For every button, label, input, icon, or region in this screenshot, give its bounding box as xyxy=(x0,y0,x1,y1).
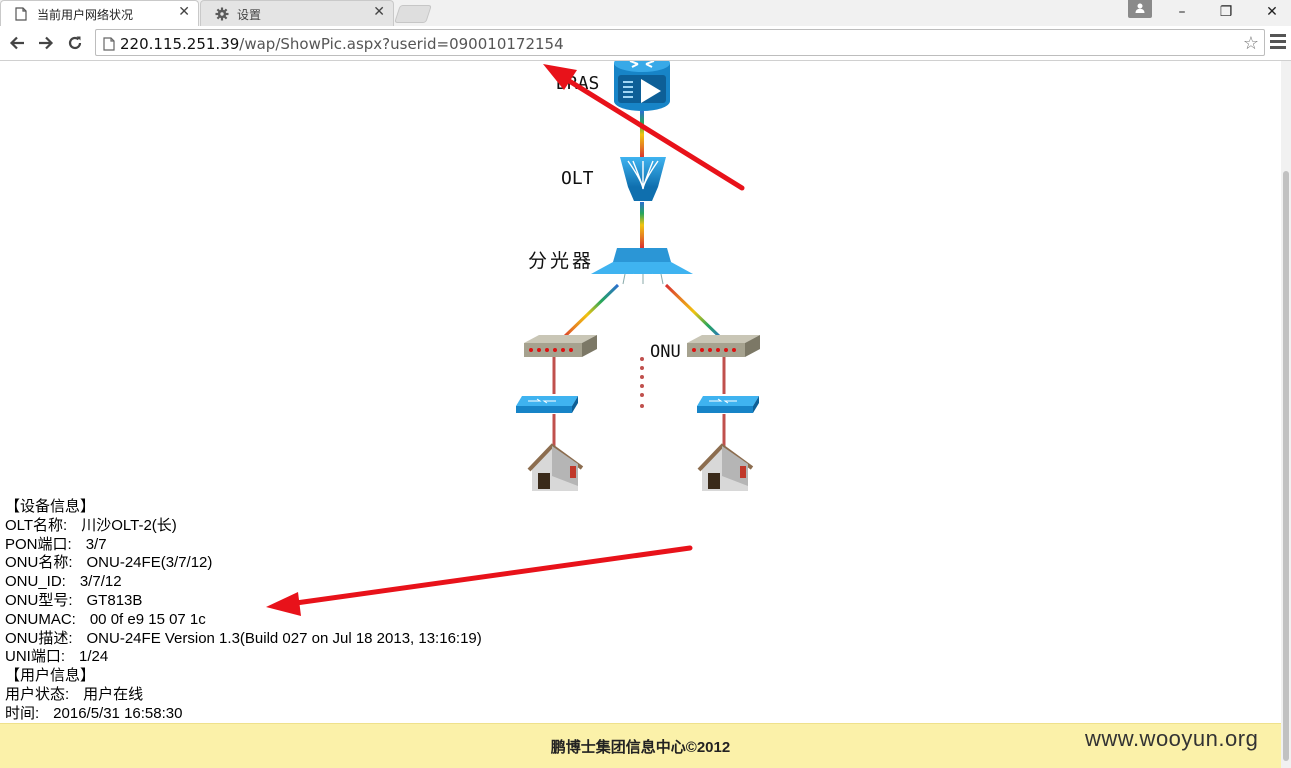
arrow-right-icon xyxy=(39,36,54,50)
info-row: 时间: 2016/5/31 16:58:30 xyxy=(5,705,482,724)
fiber-link xyxy=(640,111,644,158)
info-row: ONU名称: ONU-24FE(3/7/12) xyxy=(5,554,482,573)
tab-title: 当前用户网络状况 xyxy=(37,8,134,22)
info-label: ONU描述: xyxy=(5,629,73,647)
watermark-text: www.wooyun.org xyxy=(1085,726,1259,751)
tab-strip: 当前用户网络状况 ✕ 设置 ✕ – ❐ ✕ xyxy=(0,0,1291,26)
fiber-link xyxy=(560,283,620,341)
forward-button[interactable] xyxy=(34,31,58,55)
info-panel: 【设备信息】 OLT名称: 川沙OLT-2(长) PON端口: 3/7 ONU名称:… xyxy=(5,498,482,724)
profile-icon[interactable] xyxy=(1128,0,1152,18)
info-row: PON端口: 3/7 xyxy=(5,536,482,555)
info-row: OLT名称: 川沙OLT-2(长) xyxy=(5,517,482,536)
bras-router-icon xyxy=(614,61,670,111)
splitter-icon xyxy=(591,248,693,285)
home-icon xyxy=(527,443,584,491)
info-row: ONU型号: GT813B xyxy=(5,592,482,611)
tab-current[interactable]: 当前用户网络状况 ✕ xyxy=(0,0,199,26)
arrow-left-icon xyxy=(9,36,24,50)
info-label: PON端口: xyxy=(5,535,72,553)
device-info-list: OLT名称: 川沙OLT-2(长) PON端口: 3/7 ONU名称: ONU-24F… xyxy=(5,517,482,667)
minimize-button[interactable]: – xyxy=(1178,4,1186,20)
bookmark-star-icon[interactable]: ☆ xyxy=(1242,33,1259,54)
info-label: ONU名称: xyxy=(5,554,73,572)
back-button[interactable] xyxy=(5,31,29,55)
page-footer: 鹏博士集团信息中心©2012 xyxy=(0,723,1281,768)
page-viewport: BRAS OLT 分光器 ONU xyxy=(0,61,1281,768)
close-window-button[interactable]: ✕ xyxy=(1266,4,1278,20)
new-tab-button[interactable] xyxy=(394,5,432,23)
info-row: 用户状态: 用户在线 xyxy=(5,686,482,705)
info-value: 2016/5/31 16:58:30 xyxy=(53,704,183,722)
info-label: 时间: xyxy=(5,704,40,722)
network-topology-diagram: BRAS OLT 分光器 ONU xyxy=(516,61,760,491)
user-info-header: 【用户信息】 xyxy=(5,667,96,685)
tab-title: 设置 xyxy=(237,8,262,22)
info-label: ONUMAC: xyxy=(5,610,76,628)
info-value: 用户在线 xyxy=(83,685,144,703)
info-value: 00 0f e9 15 07 1c xyxy=(89,610,206,628)
onu-device-icon xyxy=(687,335,760,357)
info-value: ONU-24FE(3/7/12) xyxy=(86,554,213,572)
info-label: OLT名称: xyxy=(5,516,68,534)
info-row: ONU_ID: 3/7/12 xyxy=(5,573,482,592)
device-info-header: 【设备信息】 xyxy=(5,498,96,515)
reload-button[interactable] xyxy=(63,31,87,55)
info-row: UNI端口: 1/24 xyxy=(5,648,482,667)
fiber-link xyxy=(664,283,724,341)
scrollbar-thumb[interactable] xyxy=(1283,171,1289,761)
address-bar[interactable]: 220.115.251.39/wap/ShowPic.aspx?userid=0… xyxy=(95,29,1265,56)
switch-icon xyxy=(516,396,578,413)
info-value: 1/24 xyxy=(79,648,109,666)
olt-icon xyxy=(620,157,666,201)
browser-toolbar: 220.115.251.39/wap/ShowPic.aspx?userid=0… xyxy=(0,26,1291,61)
close-icon[interactable]: ✕ xyxy=(373,4,385,20)
footer-copyright: 鹏博士集团信息中心©2012 xyxy=(550,739,731,756)
fiber-link xyxy=(640,202,644,248)
info-row: ONUMAC: 00 0f e9 15 07 1c xyxy=(5,611,482,630)
gear-icon xyxy=(215,7,229,21)
onu-device-icon xyxy=(524,335,597,357)
info-value: ONU-24FE Version 1.3(Build 027 on Jul 18… xyxy=(86,629,482,647)
onu-label: ONU xyxy=(650,342,681,362)
reload-icon xyxy=(68,36,82,50)
splitter-label: 分光器 xyxy=(528,250,594,272)
info-label: ONU型号: xyxy=(5,591,73,609)
info-row: ONU描述: ONU-24FE Version 1.3(Build 027 on … xyxy=(5,630,482,649)
restore-button[interactable]: ❐ xyxy=(1219,4,1233,20)
info-label: UNI端口: xyxy=(5,648,66,666)
info-value: GT813B xyxy=(86,591,143,609)
info-label: 用户状态: xyxy=(5,685,70,703)
info-value: 川沙OLT-2(长) xyxy=(81,516,177,534)
url-host: 220.115.251.39 xyxy=(120,35,240,53)
bras-label: BRAS xyxy=(556,73,599,94)
page-icon xyxy=(103,36,115,55)
close-icon[interactable]: ✕ xyxy=(178,4,190,20)
switch-icon xyxy=(697,396,759,413)
url-path: /wap/ShowPic.aspx?userid=090010172154 xyxy=(239,35,564,53)
tab-settings[interactable]: 设置 ✕ xyxy=(200,0,394,26)
info-value: 3/7/12 xyxy=(79,573,122,591)
page-icon xyxy=(15,7,29,21)
olt-label: OLT xyxy=(561,168,594,189)
more-devices-dots xyxy=(640,357,644,408)
home-icon xyxy=(697,443,754,491)
vertical-scrollbar[interactable] xyxy=(1281,61,1291,768)
url-text[interactable]: 220.115.251.39/wap/ShowPic.aspx?userid=0… xyxy=(120,35,564,53)
info-value: 3/7 xyxy=(85,535,107,553)
user-info-list: 用户状态: 用户在线 时间: 2016/5/31 16:58:30 xyxy=(5,686,482,724)
menu-icon[interactable] xyxy=(1270,34,1286,50)
info-label: ONU_ID: xyxy=(5,573,66,591)
